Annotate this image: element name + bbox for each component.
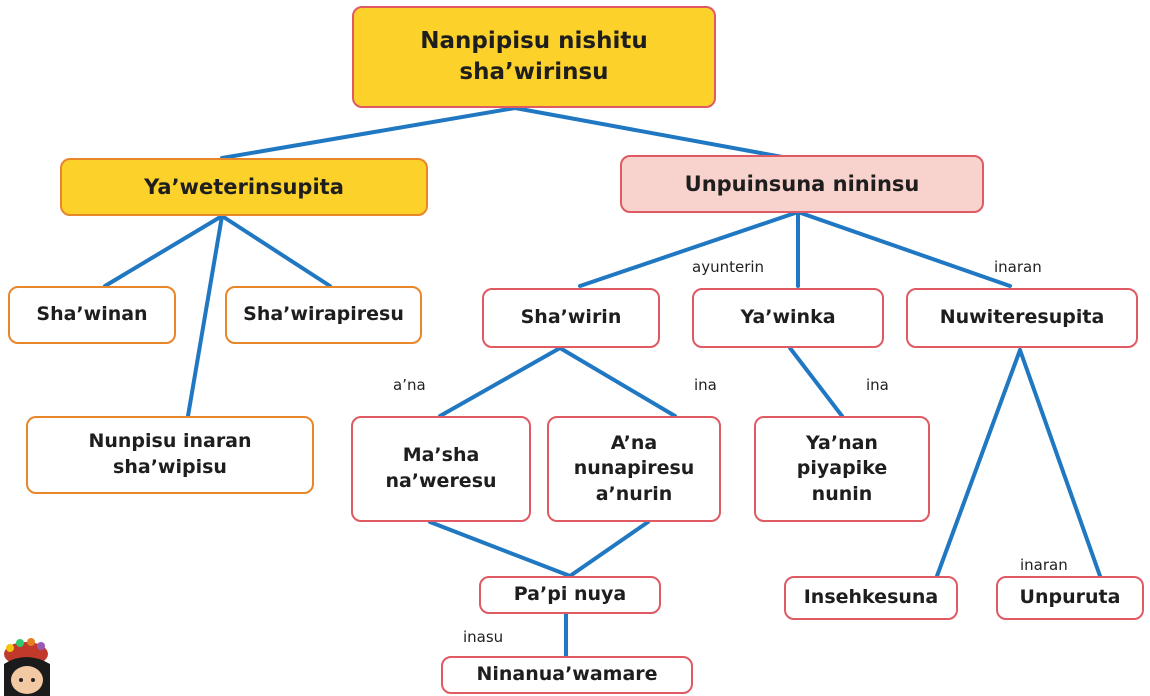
insehkesuna-node: Insehkesuna xyxy=(784,576,958,620)
ma-sha-node: Ma’sha na’weresu xyxy=(351,416,531,522)
edge-label-ayunterin: ayunterin xyxy=(692,258,765,276)
edge-label-a-na: a’na xyxy=(393,376,426,394)
edge-masha-papi xyxy=(428,520,572,578)
edge-shawirin-masha xyxy=(438,346,562,418)
edge-label-ina-right: ina xyxy=(866,376,889,394)
root-node: Nanpipisu nishitu sha’wirinsu xyxy=(352,6,716,108)
sha-wirin-node: Sha’wirin xyxy=(482,288,660,348)
edge-left-shawirapiresu xyxy=(220,214,332,288)
ya-weterinsupita-node: Ya’weterinsupita xyxy=(60,158,428,216)
edge-left-shawinan xyxy=(103,214,224,288)
edge-root-right xyxy=(513,106,790,160)
ya-winka-node: Ya’winka xyxy=(692,288,884,348)
edge-nuwiteresupita-insehkesuna xyxy=(935,348,1022,578)
edge-left-nunpisu xyxy=(186,214,224,418)
edge-root-left xyxy=(220,106,517,160)
sha-wirapiresu-node: Sha’wirapiresu xyxy=(225,286,422,344)
edge-ana-papi xyxy=(568,520,650,578)
edge-label-inasu: inasu xyxy=(463,628,504,646)
unpuruta-node: Unpuruta xyxy=(996,576,1144,620)
ninanua-wamare-node: Ninanua’wamare xyxy=(441,656,693,694)
unpuinsuna-nininsu-node: Unpuinsuna nininsu xyxy=(620,155,984,213)
sha-winan-node: Sha’winan xyxy=(8,286,176,344)
edge-shawirin-ana xyxy=(558,346,677,418)
a-na-node: A’na nunapiresu a’nurin xyxy=(547,416,721,522)
edge-right-shawirin xyxy=(578,210,800,288)
child-avatar-illustration xyxy=(0,636,62,696)
edge-label-inaran-bottom: inaran xyxy=(1020,556,1068,574)
edge-nuwiteresupita-unpuruta xyxy=(1018,348,1102,578)
nuwiteresupita-node: Nuwiteresupita xyxy=(906,288,1138,348)
pa-pi-nuya-node: Pa’pi nuya xyxy=(479,576,661,614)
nunpisu-inaran-node: Nunpisu inaran sha’wipisu xyxy=(26,416,314,494)
edge-label-inaran-top: inaran xyxy=(994,258,1042,276)
edge-right-nuwiteresupita xyxy=(796,210,1012,288)
edge-yawinka-yanan xyxy=(788,346,844,418)
edge-label-ina-left: ina xyxy=(694,376,717,394)
ya-nan-node: Ya’nan piyapike nunin xyxy=(754,416,930,522)
